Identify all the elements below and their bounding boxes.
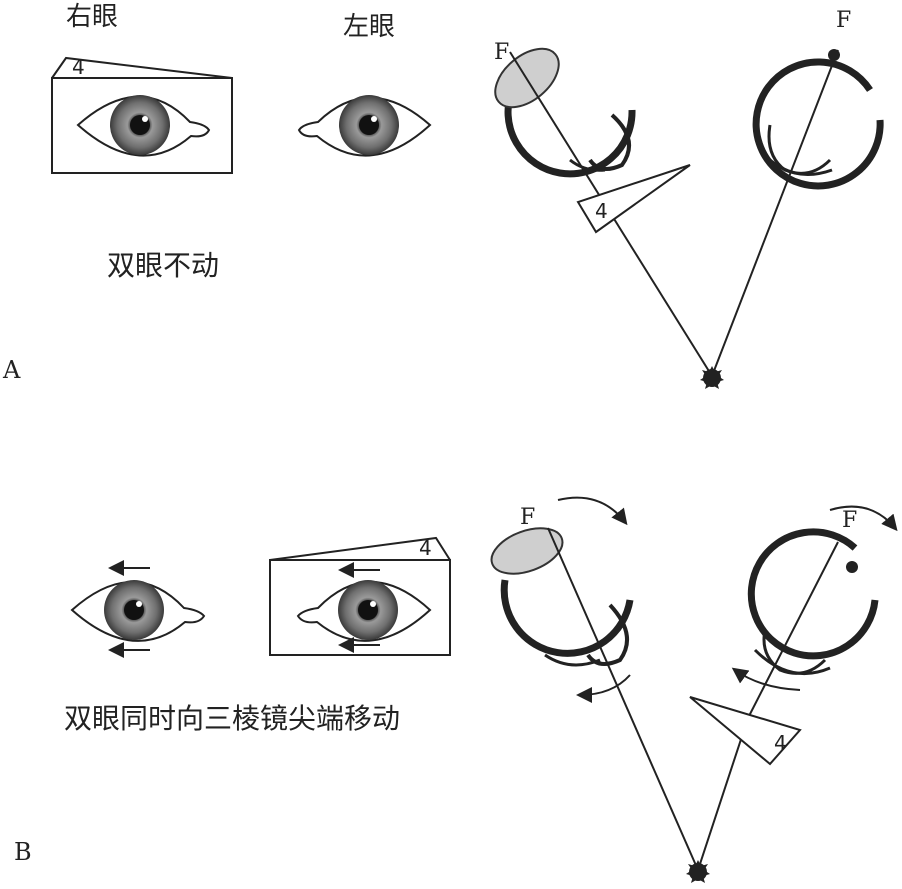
- panel-a-caption: 双眼不动: [107, 249, 220, 282]
- right-eye-icon: [76, 95, 211, 157]
- right-eye-prism-box: [51, 56, 233, 174]
- panel-a-box-prism-power: 4: [72, 55, 85, 79]
- b-right-eyeball-diagram: [731, 505, 898, 691]
- panel-b-letter: B: [14, 838, 32, 866]
- b-left-eye-icon: [70, 560, 206, 658]
- panel-a-letter: A: [3, 356, 21, 384]
- panel-a-prism-power: 4: [595, 199, 608, 223]
- b-prism-triangle: [689, 696, 802, 766]
- panel-b: [70, 496, 898, 883]
- panel-b-focal-right: F: [842, 508, 858, 533]
- panel-a-focal-right: F: [836, 8, 852, 33]
- fixation-point-star: [700, 366, 724, 389]
- right-eye-label: 右眼: [66, 2, 119, 32]
- b-right-eye-icon: [296, 562, 432, 653]
- b-visual-axis-lines: [547, 527, 839, 871]
- panel-b-caption: 双眼同时向三棱镜尖端移动: [64, 702, 401, 735]
- panel-a-focal-left: F: [494, 40, 510, 65]
- focal-star-right: [828, 49, 840, 61]
- panel-a: [51, 47, 884, 389]
- right-eyeball-diagram: [752, 58, 884, 190]
- b-left-eyeball-diagram: [490, 496, 634, 703]
- panel-b-prism-power: 4: [774, 731, 787, 755]
- panel-b-box-prism-power: 4: [419, 536, 432, 560]
- visual-axis-lines: [509, 49, 839, 377]
- b-prism-box: [269, 536, 451, 656]
- prism-triangle: [576, 164, 691, 234]
- left-eye-label: 左眼: [343, 12, 396, 42]
- left-eye-icon: [297, 95, 432, 157]
- b-fixation-point-star: [686, 860, 710, 883]
- panel-b-focal-left: F: [520, 505, 536, 530]
- b-focal-star-right: [846, 561, 858, 573]
